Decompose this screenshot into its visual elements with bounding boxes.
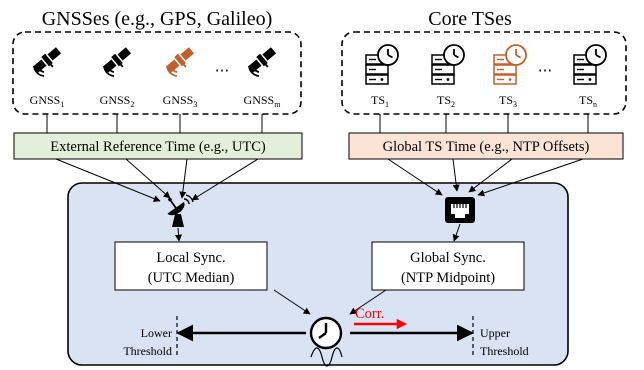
correction-label: Corr. bbox=[355, 306, 384, 322]
global-ts-time-label: Global TS Time (e.g., NTP Offsets) bbox=[383, 139, 590, 155]
satellite-label: GNSS2 bbox=[100, 93, 135, 109]
ts-group-box bbox=[341, 31, 627, 115]
time-server-label-base: TS bbox=[579, 93, 593, 107]
gnss-ellipsis: ⋯ bbox=[215, 63, 230, 79]
clock-icon bbox=[309, 316, 343, 350]
satellite-label-base: GNSS bbox=[30, 93, 61, 107]
gnss-group-title: GNSSes (e.g., GPS, Galileo) bbox=[42, 8, 273, 30]
satellite-label: GNSSm bbox=[244, 93, 282, 109]
global-sync-box bbox=[371, 241, 525, 291]
time-server-label: TS3 bbox=[499, 93, 517, 109]
satellite-label-sub: 2 bbox=[130, 100, 134, 109]
external-reference-time-box bbox=[13, 132, 303, 160]
upper-threshold-line1: Upper bbox=[480, 326, 510, 340]
satellite-label: GNSS3 bbox=[163, 93, 198, 109]
satellite-label-sub: 3 bbox=[193, 100, 197, 109]
ts-group-title: Core TSes bbox=[428, 8, 512, 30]
time-server-icon bbox=[493, 44, 527, 85]
time-server-label: TS1 bbox=[371, 93, 389, 109]
time-server-label-sub: n bbox=[593, 100, 597, 109]
local-sync-title: Local Sync. bbox=[156, 250, 225, 266]
global-sync-subtitle: (NTP Midpoint) bbox=[401, 270, 495, 286]
time-server-label: TSn bbox=[579, 93, 597, 109]
time-server-label-sub: 3 bbox=[513, 100, 517, 109]
time-server-label-base: TS bbox=[371, 93, 385, 107]
satellite-icon bbox=[30, 44, 66, 78]
time-server-label-sub: 1 bbox=[385, 100, 389, 109]
satellite-label-sub: 1 bbox=[60, 100, 64, 109]
gnss-group-box bbox=[12, 31, 302, 115]
local-sync-box bbox=[114, 241, 268, 291]
satellite-label-base: GNSS bbox=[100, 93, 131, 107]
source-connector-lines bbox=[46, 114, 589, 133]
lower-threshold-line2: Threshold bbox=[123, 344, 172, 358]
lower-threshold-line1: Lower bbox=[141, 326, 172, 340]
time-server-icon bbox=[431, 44, 465, 85]
time-server-icon bbox=[573, 44, 607, 85]
global-ts-time-box bbox=[348, 132, 624, 160]
satellite-label-sub: m bbox=[274, 100, 281, 109]
time-server-label-sub: 2 bbox=[451, 100, 455, 109]
upper-threshold-line2: Threshold bbox=[480, 344, 529, 358]
local-sync-subtitle: (UTC Median) bbox=[148, 270, 235, 286]
internal-arrows bbox=[175, 223, 461, 315]
time-server-icon bbox=[365, 44, 399, 85]
time-server-label-base: TS bbox=[499, 93, 513, 107]
oscillation-wave bbox=[310, 347, 343, 367]
ts-ellipsis: ⋯ bbox=[538, 63, 553, 79]
time-server-label-base: TS bbox=[437, 93, 451, 107]
satellite-dish-icon bbox=[167, 194, 194, 227]
satellite-icon bbox=[100, 44, 136, 78]
satellite-icon bbox=[163, 44, 199, 78]
satellite-icon bbox=[245, 44, 281, 78]
satellite-label: GNSS1 bbox=[30, 93, 65, 109]
time-server-label: TS2 bbox=[437, 93, 455, 109]
external-reference-time-label: External Reference Time (e.g., UTC) bbox=[50, 139, 266, 155]
reference-to-input-arrows bbox=[55, 158, 584, 202]
host-node-box bbox=[67, 182, 569, 366]
ethernet-port-icon bbox=[445, 197, 475, 223]
satellite-label-base: GNSS bbox=[244, 93, 275, 107]
global-sync-title: Global Sync. bbox=[410, 250, 486, 266]
satellite-label-base: GNSS bbox=[163, 93, 194, 107]
